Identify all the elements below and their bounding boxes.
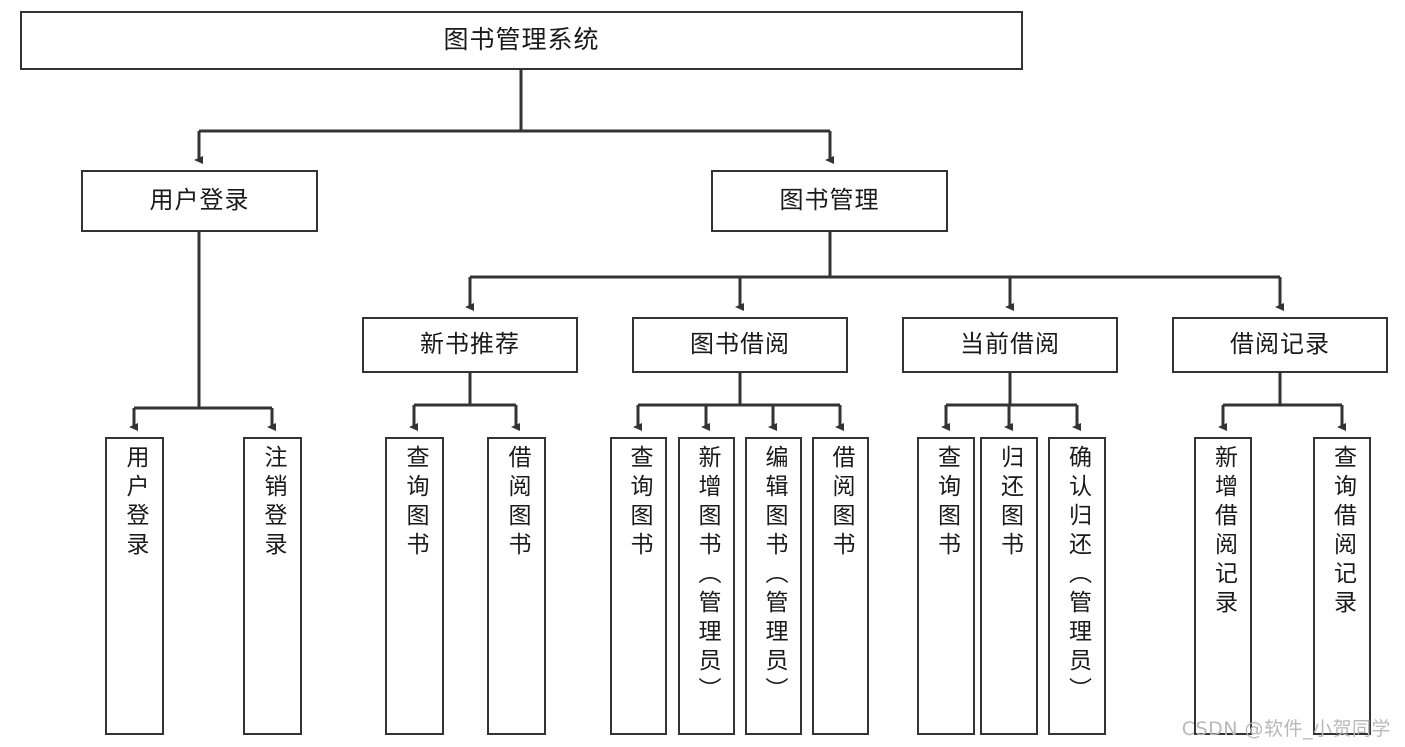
node-label: 借阅图书 bbox=[504, 445, 530, 561]
node-label: 借阅图书 bbox=[828, 445, 854, 561]
node-label: 查询图书 bbox=[933, 445, 960, 561]
node-user-login[interactable]: 用户登录 bbox=[81, 170, 318, 232]
node-label: 查询图书 bbox=[626, 445, 652, 561]
node-label: 用户登录 bbox=[122, 445, 148, 561]
node-label: 新增借阅记录 bbox=[1210, 445, 1237, 619]
node-label: 编辑图书（管理员） bbox=[761, 445, 787, 706]
node-book-manage[interactable]: 图书管理 bbox=[711, 170, 948, 232]
node-label: 当前借阅 bbox=[960, 330, 1060, 359]
node-leaf-return-book[interactable]: 归还图书 bbox=[980, 437, 1038, 735]
node-new-book-recommend[interactable]: 新书推荐 bbox=[362, 317, 578, 373]
node-leaf-confirm-return[interactable]: 确认归还（管理员） bbox=[1048, 437, 1106, 735]
node-label: 新书推荐 bbox=[420, 330, 520, 359]
watermark: CSDN @软件_小贺同学 bbox=[1181, 718, 1391, 740]
node-label: 用户登录 bbox=[149, 186, 250, 215]
node-label: 归还图书 bbox=[996, 445, 1023, 561]
node-label: 查询图书 bbox=[402, 445, 428, 561]
node-label: 借阅记录 bbox=[1230, 330, 1330, 359]
node-leaf-add-borrow-record[interactable]: 新增借阅记录 bbox=[1194, 437, 1252, 735]
node-leaf-add-book[interactable]: 新增图书（管理员） bbox=[678, 437, 735, 735]
node-leaf-query-book-rec[interactable]: 查询图书 bbox=[385, 437, 444, 735]
node-label: 注销登录 bbox=[260, 445, 286, 561]
node-leaf-query-borrow-record[interactable]: 查询借阅记录 bbox=[1313, 437, 1371, 735]
node-borrow-record[interactable]: 借阅记录 bbox=[1172, 317, 1388, 373]
node-label: 查询借阅记录 bbox=[1329, 445, 1356, 619]
node-leaf-edit-book[interactable]: 编辑图书（管理员） bbox=[745, 437, 802, 735]
node-leaf-borrow-book-rec[interactable]: 借阅图书 bbox=[487, 437, 546, 735]
node-label: 图书管理 bbox=[779, 186, 880, 215]
node-current-borrow[interactable]: 当前借阅 bbox=[902, 317, 1118, 373]
node-book-borrow[interactable]: 图书借阅 bbox=[632, 317, 848, 373]
node-leaf-borrow-book[interactable]: 借阅图书 bbox=[812, 437, 869, 735]
node-label: 图书管理系统 bbox=[443, 25, 600, 55]
node-leaf-logout[interactable]: 注销登录 bbox=[243, 437, 302, 735]
node-leaf-user-login[interactable]: 用户登录 bbox=[105, 437, 164, 735]
node-label: 确认归还（管理员） bbox=[1064, 445, 1091, 706]
node-leaf-query-book-borrow[interactable]: 查询图书 bbox=[610, 437, 667, 735]
node-root-system[interactable]: 图书管理系统 bbox=[20, 11, 1023, 70]
node-label: 图书借阅 bbox=[690, 330, 790, 359]
node-label: 新增图书（管理员） bbox=[694, 445, 720, 706]
node-leaf-query-book-current[interactable]: 查询图书 bbox=[917, 437, 975, 735]
